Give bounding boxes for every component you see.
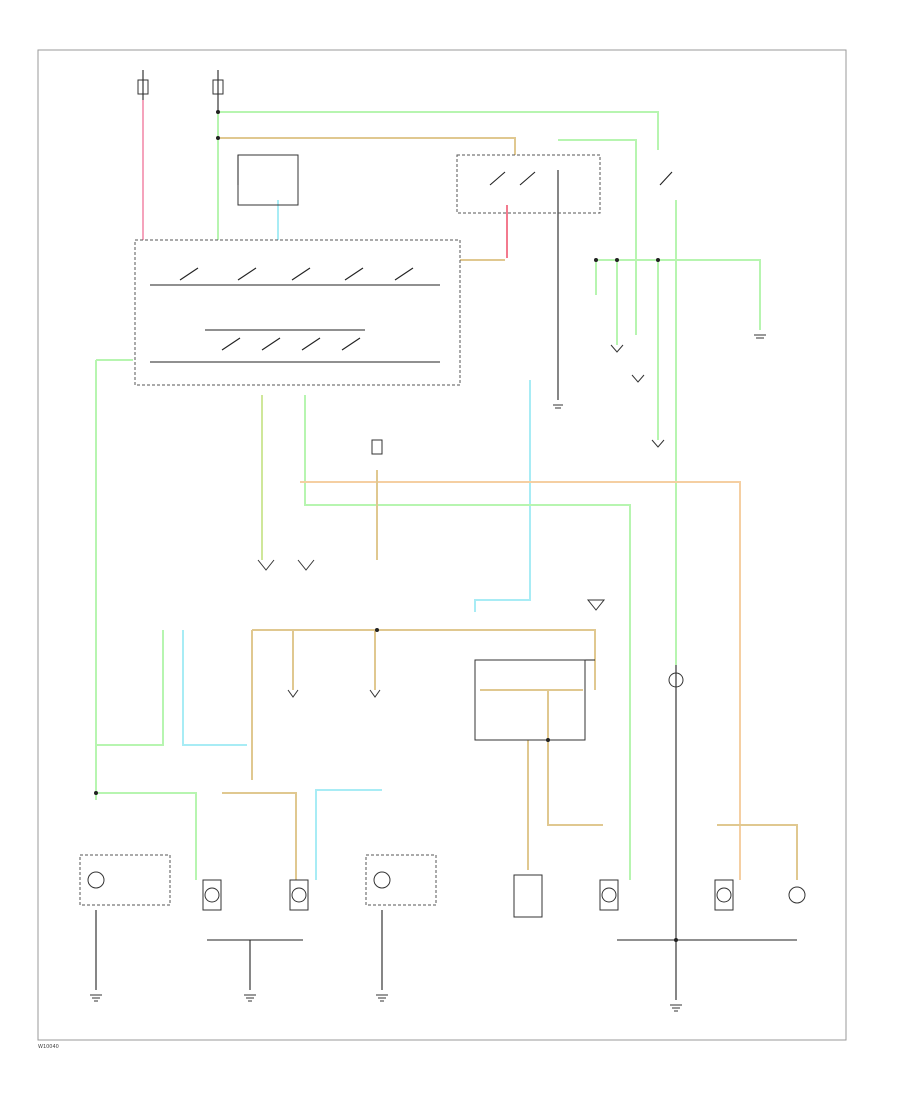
bottom-relay-box	[474, 659, 586, 741]
wire-green-left-stub	[96, 630, 164, 746]
connector-arrow-icon	[257, 344, 665, 698]
wire-tan-bottom-left	[222, 792, 297, 880]
wire-green-top-run	[218, 111, 659, 150]
trailer-connector-box	[513, 874, 543, 918]
wire-green-bus-right	[596, 259, 761, 330]
ground-icon	[90, 334, 766, 1012]
wire-tan-lower-bus	[252, 629, 596, 690]
lamp-bulb-icon	[87, 672, 806, 904]
left-rear-lamp-box	[202, 879, 222, 911]
wire-cyan-long	[474, 380, 531, 612]
wire-cyan-lower-mid	[315, 789, 382, 880]
multifunction-switch-module	[134, 239, 461, 386]
wire-green-left-bottom	[96, 792, 197, 880]
right-side-lamp-box-2	[714, 879, 734, 911]
flasher-relay-box	[456, 154, 601, 214]
right-front-lamp-box	[365, 854, 437, 906]
relay-contacts	[489, 171, 673, 186]
right-rear-lamp-box	[289, 879, 309, 911]
hazard-switch-box	[237, 154, 299, 206]
left-front-lamp-box	[79, 854, 171, 906]
wire-cyan-lower-left	[182, 630, 247, 746]
splice-dots	[94, 110, 678, 942]
switch-contacts-row-1	[150, 267, 440, 286]
right-side-lamp-box-1	[599, 879, 619, 911]
wire-green-mid-run	[304, 395, 631, 880]
wire-tan-right-bottom	[717, 824, 798, 880]
fuse-icon	[137, 79, 383, 455]
wire-tan-top	[218, 137, 516, 155]
wire-green-right-top	[558, 139, 637, 335]
wire-orange-run	[300, 481, 741, 880]
diagram-code: W10040	[38, 1044, 59, 1050]
diagram-frame	[37, 49, 847, 1041]
switch-contacts-row-2	[150, 329, 440, 363]
wire-tan-relay-b	[547, 690, 603, 826]
